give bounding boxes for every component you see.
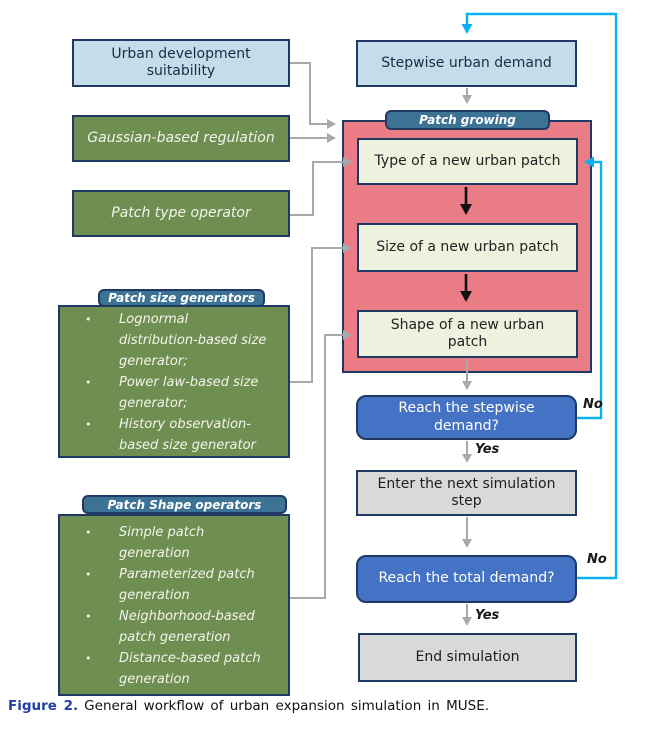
bullet-icon: • — [85, 568, 92, 581]
list-item: • History observation- — [85, 417, 288, 438]
list-item-text: Simple patch — [119, 525, 205, 540]
end-simulation-label: End simulation — [415, 648, 520, 665]
reach-stepwise-demand-decision: Reach the stepwise demand? — [356, 395, 577, 440]
bullet-icon: • — [85, 418, 92, 431]
list-item-text: Neighborhood-based — [119, 609, 255, 624]
list-item: • Lognormal — [85, 312, 288, 333]
gaussian-regulation-label: Gaussian-based regulation — [87, 129, 275, 146]
arrow-shape-operators-to-shape-step — [290, 330, 352, 599]
patch-growing-header: Patch growing — [385, 110, 550, 130]
list-item-text: Parameterized patch — [119, 567, 255, 582]
urban-development-suitability-box: Urban development suitability — [72, 39, 290, 87]
figure-caption: Figure 2. General workflow of urban expan… — [8, 698, 644, 714]
list-item-text: patch generation — [119, 630, 231, 645]
patch-shape-operators-box: • Simple patch generation • Parameterize… — [58, 514, 290, 696]
figure-caption-text: General workflow of urban expansion simu… — [84, 698, 490, 714]
urban-development-suitability-label: Urban development suitability — [111, 45, 251, 80]
list-item-text: History observation- — [119, 417, 251, 432]
reach-total-demand-decision: Reach the total demand? — [356, 555, 577, 603]
list-item-text: generation — [119, 588, 190, 603]
patch-size-generators-header: Patch size generators — [98, 289, 265, 307]
list-item: distribution-based size — [85, 333, 288, 354]
no-label-stepwise: No — [583, 397, 603, 412]
patch-shape-operators-list: • Simple patch generation • Parameterize… — [85, 525, 288, 693]
patch-size-generators-list: • Lognormal distribution-based size gene… — [85, 312, 288, 459]
list-item: generator; — [85, 396, 288, 417]
patch-growing-title: Patch growing — [419, 113, 516, 127]
list-item: based size generator — [85, 438, 288, 459]
list-item-text: generator; — [119, 396, 188, 411]
size-of-new-patch-label: Size of a new urban patch — [376, 238, 559, 255]
list-item: generator; — [85, 354, 288, 375]
arrow-type-operator-to-type-step — [290, 157, 352, 216]
stepwise-urban-demand-box: Stepwise urban demand — [356, 40, 577, 87]
patch-type-operator-label: Patch type operator — [111, 204, 251, 221]
shape-of-new-patch-box: Shape of a new urban patch — [357, 310, 578, 358]
type-of-new-patch-label: Type of a new urban patch — [374, 152, 561, 169]
bullet-icon: • — [85, 652, 92, 665]
patch-size-generators-title: Patch size generators — [108, 291, 255, 305]
patch-type-operator-box: Patch type operator — [72, 190, 290, 237]
reach-stepwise-demand-label: Reach the stepwise demand? — [398, 400, 535, 434]
list-item: generation — [85, 672, 288, 693]
enter-next-step-box: Enter the next simulation step — [356, 470, 577, 516]
list-item: • Neighborhood-based — [85, 609, 288, 630]
list-item: patch generation — [85, 630, 288, 651]
patch-size-generators-box: • Lognormal distribution-based size gene… — [58, 305, 290, 458]
list-item-text: generation — [119, 672, 190, 687]
arrow-size-generators-to-size-step — [290, 243, 352, 383]
list-item-text: generation — [119, 546, 190, 561]
list-item-text: Lognormal — [119, 312, 189, 327]
no-label-total: No — [587, 552, 607, 567]
list-item-text: Distance-based patch — [119, 651, 261, 666]
type-of-new-patch-box: Type of a new urban patch — [357, 138, 578, 185]
figure-caption-label: Figure 2. — [8, 698, 79, 714]
size-of-new-patch-box: Size of a new urban patch — [357, 223, 578, 272]
bullet-icon: • — [85, 376, 92, 389]
list-item: generation — [85, 588, 288, 609]
bullet-icon: • — [85, 610, 92, 623]
patch-shape-operators-header: Patch Shape operators — [82, 495, 287, 514]
list-item-text: distribution-based size — [119, 333, 267, 348]
gaussian-regulation-box: Gaussian-based regulation — [72, 115, 290, 162]
list-item-text: based size generator — [119, 438, 256, 453]
stepwise-urban-demand-label: Stepwise urban demand — [381, 54, 552, 71]
list-item: generation — [85, 546, 288, 567]
list-item-text: generator; — [119, 354, 188, 369]
enter-next-step-label: Enter the next simulation step — [377, 475, 556, 510]
list-item: • Simple patch — [85, 525, 288, 546]
bullet-icon: • — [85, 526, 92, 539]
list-item: • Distance-based patch — [85, 651, 288, 672]
end-simulation-box: End simulation — [358, 633, 577, 682]
patch-shape-operators-title: Patch Shape operators — [107, 497, 262, 512]
bullet-icon: • — [85, 313, 92, 326]
list-item-text: Power law-based size — [119, 375, 259, 390]
reach-total-demand-label: Reach the total demand? — [378, 570, 555, 587]
list-item: • Parameterized patch — [85, 567, 288, 588]
yes-label-total: Yes — [475, 608, 500, 623]
list-item: • Power law-based size — [85, 375, 288, 396]
yes-label-stepwise: Yes — [475, 442, 500, 457]
arrow-suitability-to-patch-growing — [290, 62, 336, 129]
shape-of-new-patch-label: Shape of a new urban patch — [390, 316, 545, 351]
